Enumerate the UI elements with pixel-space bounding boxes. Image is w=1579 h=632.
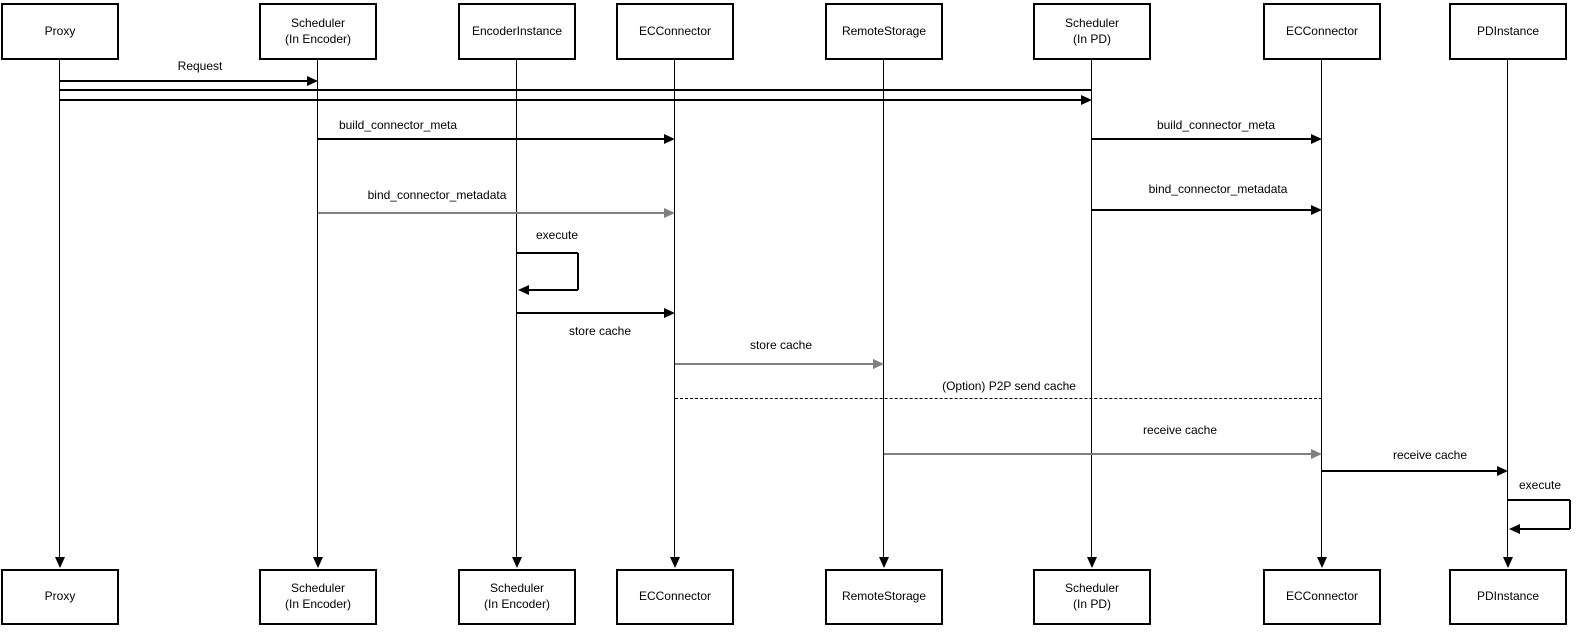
message-line [1092, 138, 1313, 140]
participant-top-box-remote-storage-label: RemoteStorage [841, 23, 927, 38]
lifeline-ecconnector-2 [1321, 60, 1323, 566]
participant-bottom-box-ecconnector-1: ECConnector [616, 569, 734, 625]
participant-top-box-ecconnector-1-label: ECConnector [638, 23, 712, 38]
self-message-label: execute [535, 228, 579, 242]
lifeline-remote-storage [883, 60, 885, 566]
participant-bottom-box-scheduler-encoder-label: Scheduler(In Encoder) [284, 581, 352, 611]
message-label: (Option) P2P send cache [942, 379, 1076, 393]
lifeline-scheduler-encoder [317, 60, 319, 566]
lifeline-pd-instance [1507, 60, 1509, 566]
message-arrowhead-icon [1311, 205, 1322, 215]
lifeline-end-arrow-icon [879, 557, 889, 568]
participant-bottom-box-scheduler-encoder: Scheduler(In Encoder) [259, 569, 377, 625]
message-line [60, 99, 1083, 101]
participant-top-box-scheduler-encoder: Scheduler(In Encoder) [259, 3, 377, 60]
message-arrowhead-icon [1081, 95, 1092, 105]
message-line [884, 452, 1313, 456]
self-message-top-line [1508, 499, 1570, 501]
message-label: build_connector_meta [1156, 118, 1276, 132]
message-line [517, 312, 666, 314]
message-line [318, 211, 666, 215]
message-arrowhead-icon [1497, 466, 1508, 476]
participant-top-box-ecconnector-2-label: ECConnector [1285, 23, 1359, 38]
participant-bottom-box-pd-instance-label: PDInstance [1476, 589, 1540, 604]
participant-top-box-proxy-label: Proxy [44, 23, 76, 38]
self-message-return-line [526, 289, 578, 291]
message-label: Request [177, 59, 223, 73]
message-line [60, 89, 1092, 91]
participant-bottom-box-remote-storage-label: RemoteStorage [841, 589, 927, 604]
message-arrowhead-icon [873, 359, 884, 369]
message-label: store cache [568, 324, 632, 338]
participant-bottom-box-ecconnector-1-label: ECConnector [638, 589, 712, 604]
message-line [675, 362, 875, 366]
participant-top-box-scheduler-encoder-label: Scheduler(In Encoder) [284, 15, 352, 46]
lifeline-proxy [59, 60, 61, 566]
message-arrowhead-icon [664, 134, 675, 144]
message-line [60, 80, 309, 82]
lifeline-end-arrow-icon [55, 557, 65, 568]
message-label: build_connector_meta [338, 118, 458, 132]
lifeline-end-arrow-icon [670, 557, 680, 568]
participant-top-box-remote-storage: RemoteStorage [825, 3, 943, 60]
message-label: bind_connector_metadata [1148, 182, 1288, 196]
message-arrowhead-icon [1311, 134, 1322, 144]
lifeline-end-arrow-icon [512, 557, 522, 568]
participant-bottom-box-scheduler-pd-label: Scheduler(In PD) [1064, 581, 1120, 611]
lifeline-end-arrow-icon [1503, 557, 1513, 568]
message-label: bind_connector_metadata [367, 188, 507, 202]
participant-bottom-box-proxy: Proxy [1, 569, 119, 625]
self-message-vertical-line [1569, 500, 1571, 529]
participant-top-box-proxy: Proxy [1, 3, 119, 60]
participant-top-box-scheduler-pd-label: Scheduler(In PD) [1064, 15, 1120, 46]
participant-bottom-box-ecconnector-2-label: ECConnector [1285, 589, 1359, 604]
participant-bottom-box-pd-instance: PDInstance [1449, 569, 1567, 625]
message-arrowhead-icon [1311, 449, 1322, 459]
participant-bottom-box-encoder-instance-label: Scheduler(In Encoder) [483, 581, 551, 611]
participant-top-box-encoder-instance-label: EncoderInstance [471, 23, 563, 38]
message-line [1092, 209, 1313, 211]
message-line [675, 398, 1322, 399]
message-line [318, 138, 666, 140]
self-message-top-line [517, 252, 578, 254]
lifeline-end-arrow-icon [1317, 557, 1327, 568]
message-label: receive cache [1392, 448, 1468, 462]
self-message-arrowhead-icon [1509, 524, 1520, 534]
message-arrowhead-icon [664, 208, 675, 218]
participant-top-box-pd-instance-label: PDInstance [1476, 23, 1540, 38]
message-line [1322, 470, 1499, 472]
message-arrowhead-icon [307, 76, 318, 86]
participant-bottom-box-ecconnector-2: ECConnector [1263, 569, 1381, 625]
participant-top-box-ecconnector-2: ECConnector [1263, 3, 1381, 60]
lifeline-end-arrow-icon [1087, 557, 1097, 568]
self-message-vertical-line [577, 253, 579, 290]
participant-top-box-scheduler-pd: Scheduler(In PD) [1033, 3, 1151, 60]
message-label: store cache [749, 338, 813, 352]
participant-bottom-box-remote-storage: RemoteStorage [825, 569, 943, 625]
lifeline-encoder-instance [516, 60, 518, 566]
self-message-return-line [1517, 528, 1570, 530]
participant-top-box-pd-instance: PDInstance [1449, 3, 1567, 60]
lifeline-end-arrow-icon [313, 557, 323, 568]
self-message-label: execute [1518, 478, 1562, 492]
message-label: receive cache [1142, 423, 1218, 437]
participant-top-box-encoder-instance: EncoderInstance [458, 3, 576, 60]
participant-bottom-box-encoder-instance: Scheduler(In Encoder) [458, 569, 576, 625]
participant-bottom-box-scheduler-pd: Scheduler(In PD) [1033, 569, 1151, 625]
participant-bottom-box-proxy-label: Proxy [44, 589, 76, 604]
lifeline-scheduler-pd [1091, 60, 1093, 566]
message-arrowhead-icon [664, 308, 675, 318]
self-message-arrowhead-icon [518, 285, 529, 295]
participant-top-box-ecconnector-1: ECConnector [616, 3, 734, 60]
